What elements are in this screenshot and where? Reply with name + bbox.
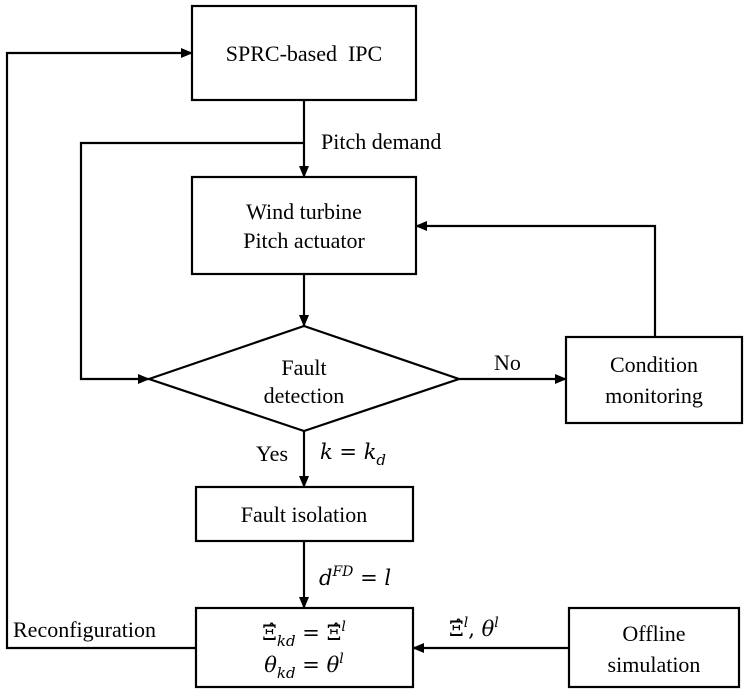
offline-label-line1: Offline xyxy=(622,621,685,646)
turbine-label-line1: Wind turbine xyxy=(246,199,362,224)
dfd-equals-l-label: dFD = l xyxy=(319,564,391,590)
reconfiguration-label: Reconfiguration xyxy=(13,617,156,642)
monitoring-box xyxy=(564,335,744,425)
arrow-monitoring-to-turbine xyxy=(415,221,657,337)
monitoring-label-line1: Condition xyxy=(610,352,698,377)
pitch-demand-label: Pitch demand xyxy=(321,129,441,154)
offline-label-line2: simulation xyxy=(608,652,701,677)
yes-label: Yes xyxy=(256,441,288,466)
monitoring-label-line2: monitoring xyxy=(605,383,703,408)
ipc-label: SPRC-based IPC xyxy=(226,41,382,66)
detection-label-line1: Fault xyxy=(281,355,326,380)
no-label: No xyxy=(494,350,521,375)
ipc-box xyxy=(190,4,418,102)
arrow-reconfig-to-ipc xyxy=(5,48,196,650)
arrow-bypass-to-detection xyxy=(79,141,304,384)
offline-params-label: Ξ̂l, θl xyxy=(449,615,499,641)
detection-label-line2: detection xyxy=(264,383,345,408)
reconfig-equation-line2: θkd = θl xyxy=(264,651,343,682)
turbine-box xyxy=(190,175,418,276)
isolation-label: Fault isolation xyxy=(241,502,368,527)
reconfig-equation-line1: Ξ̂kd = Ξ̂l xyxy=(262,619,346,650)
turbine-label-line2: Pitch actuator xyxy=(243,228,365,253)
k-equals-kd-label: k = kd xyxy=(320,440,386,469)
